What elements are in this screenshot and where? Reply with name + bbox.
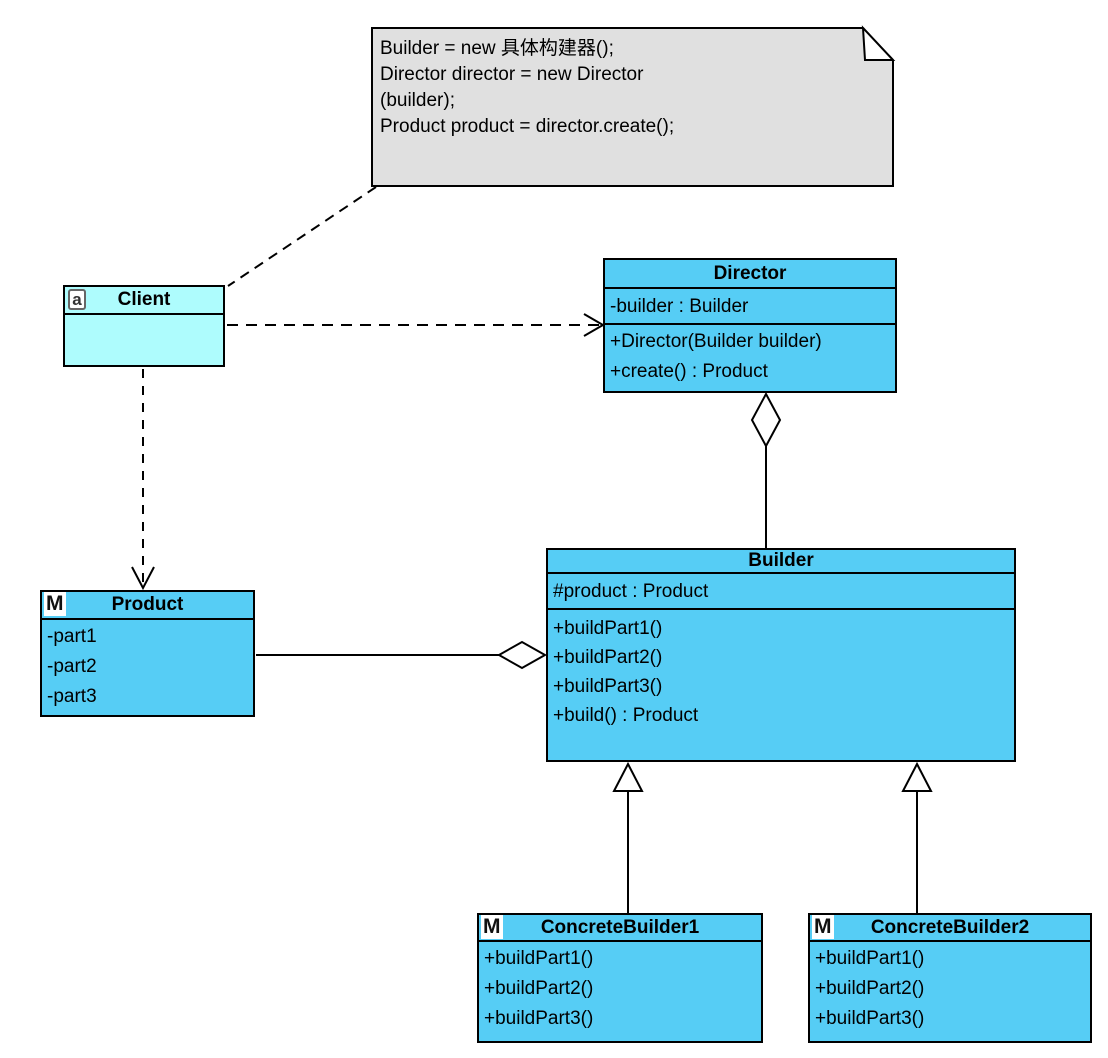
class-client-header: Client xyxy=(65,287,223,313)
operation: +buildPart2() xyxy=(484,978,594,999)
generalization-triangle-icon xyxy=(612,761,644,792)
operation: +buildPart3() xyxy=(484,1008,594,1029)
class-builder-attributes: #product : Product xyxy=(548,572,1014,608)
generalization-concretebuilder2-builder xyxy=(901,761,933,914)
operation: +build() : Product xyxy=(553,705,699,726)
operation: +buildPart2() xyxy=(815,978,925,999)
class-client: a Client xyxy=(63,285,225,367)
class-director-operations: +Director(Builder builder) +create() : P… xyxy=(605,323,895,391)
note-body xyxy=(371,27,894,187)
note-line: Product product = director.create(); xyxy=(380,116,675,137)
attribute: -part3 xyxy=(47,686,97,707)
aggregation-director-builder xyxy=(750,391,782,549)
attribute: -part2 xyxy=(47,656,97,677)
operation: +buildPart1() xyxy=(553,618,663,639)
open-arrowhead-icon xyxy=(131,566,155,591)
operation: +buildPart1() xyxy=(815,948,925,969)
concretebuilder2-model-badge-icon: M xyxy=(812,915,834,939)
product-model-badge-icon: M xyxy=(44,592,66,616)
class-product-attributes: -part1 -part2 -part3 xyxy=(42,618,253,715)
class-director-header: Director xyxy=(605,260,895,287)
class-concretebuilder2-header: ConcreteBuilder2 xyxy=(810,915,1090,940)
aggregation-diamond-icon xyxy=(750,391,782,449)
attribute: -builder : Builder xyxy=(610,296,749,317)
operation: +buildPart1() xyxy=(484,948,594,969)
generalization-triangle-icon xyxy=(901,761,933,792)
note-line: Director director = new Director xyxy=(380,64,644,85)
class-concretebuilder1-header: ConcreteBuilder1 xyxy=(479,915,761,940)
note-fold-corner-icon xyxy=(861,25,896,61)
operation: +buildPart2() xyxy=(553,647,663,668)
class-product: M Product -part1 -part2 -part3 xyxy=(40,590,255,717)
aggregation-diamond-icon xyxy=(496,640,548,670)
note-line: (builder); xyxy=(380,90,455,111)
class-concretebuilder2-operations: +buildPart1() +buildPart2() +buildPart3(… xyxy=(810,940,1090,1041)
operation: +Director(Builder builder) xyxy=(610,331,822,352)
operation: +create() : Product xyxy=(610,361,768,382)
note-line: Builder = new 具体构建器(); xyxy=(380,38,614,59)
class-concretebuilder1: M ConcreteBuilder1 +buildPart1() +buildP… xyxy=(477,913,763,1043)
class-product-name: Product xyxy=(111,594,184,615)
class-director: Director -builder : Builder +Director(Bu… xyxy=(603,258,897,393)
note-shape xyxy=(371,25,896,187)
class-client-body xyxy=(65,313,223,365)
dependency-client-product xyxy=(131,369,155,591)
class-client-name: Client xyxy=(117,289,171,310)
generalization-concretebuilder1-builder xyxy=(612,761,644,914)
class-builder-operations: +buildPart1() +buildPart2() +buildPart3(… xyxy=(548,608,1014,760)
dependency-client-director xyxy=(227,313,605,337)
class-director-name: Director xyxy=(713,262,787,284)
class-builder-header: Builder xyxy=(548,550,1014,572)
class-builder-name: Builder xyxy=(748,550,814,571)
class-concretebuilder1-name: ConcreteBuilder1 xyxy=(540,916,700,938)
concretebuilder1-model-badge-icon: M xyxy=(481,915,503,939)
class-concretebuilder2: M ConcreteBuilder2 +buildPart1() +buildP… xyxy=(808,913,1092,1043)
class-concretebuilder1-operations: +buildPart1() +buildPart2() +buildPart3(… xyxy=(479,940,761,1041)
attribute: -part1 xyxy=(47,626,97,647)
client-stereotype-a-icon: a xyxy=(68,289,86,310)
note-anchor-line xyxy=(227,186,377,287)
note-text: Builder = new 具体构建器(); Director director… xyxy=(380,36,880,140)
aggregation-builder-product xyxy=(256,640,548,670)
operation: +buildPart3() xyxy=(553,676,663,697)
class-product-header: Product xyxy=(42,592,253,618)
class-director-attributes: -builder : Builder xyxy=(605,287,895,323)
class-concretebuilder2-name: ConcreteBuilder2 xyxy=(870,916,1030,938)
operation: +buildPart3() xyxy=(815,1008,925,1029)
class-builder: Builder #product : Product +buildPart1()… xyxy=(546,548,1016,762)
attribute: #product : Product xyxy=(553,581,709,602)
